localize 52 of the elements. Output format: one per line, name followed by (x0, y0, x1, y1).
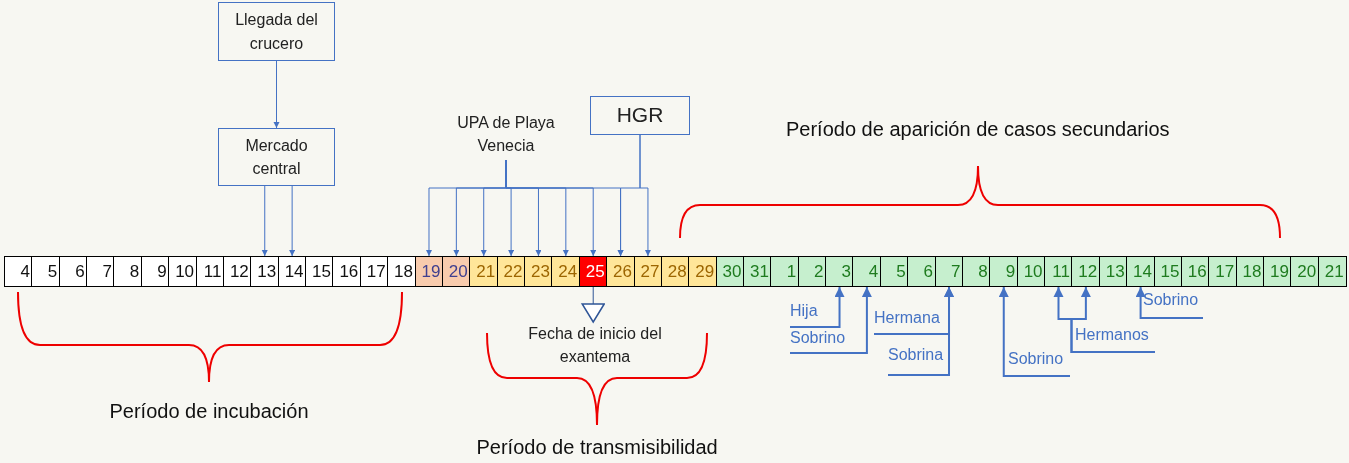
day-cell: 26 (606, 256, 635, 287)
case-label: Sobrina (888, 346, 948, 375)
block-arrow (581, 286, 605, 323)
day-cell: 15 (305, 256, 334, 287)
arrow (998, 286, 1071, 377)
place-box: HGR (590, 96, 690, 135)
arrow (289, 185, 296, 257)
day-cell: 12 (1071, 256, 1101, 287)
day-cell: 21 (1317, 256, 1347, 287)
day-cell: 20 (1290, 256, 1320, 287)
day-cell: 16 (332, 256, 362, 287)
case-label: Hermanos (1075, 326, 1155, 352)
arrow (1070, 286, 1156, 353)
arrow (887, 286, 954, 376)
day-cell: 6 (907, 256, 937, 287)
arrow (1135, 286, 1204, 319)
arrow (639, 134, 651, 257)
case-label: Sobrino (1143, 291, 1203, 318)
place-box: Llegada del crucero (218, 2, 335, 61)
day-cell: 21 (469, 256, 499, 287)
period-label: Período de aparición de casos secundarios (786, 118, 1170, 141)
period-label: Período de transmisibilidad (476, 436, 718, 459)
day-cell: 14 (1126, 256, 1155, 287)
day-cell: 17 (1208, 256, 1238, 287)
arrow (789, 286, 845, 328)
day-cell: 5 (31, 256, 61, 287)
day-cell: 4 (4, 256, 33, 287)
day-cell: 24 (551, 256, 581, 287)
day-cell: 11 (1044, 256, 1073, 287)
arrow (261, 185, 268, 257)
day-cell: 13 (250, 256, 280, 287)
day-cell: 19 (1263, 256, 1292, 287)
day-cell: 3 (825, 256, 854, 287)
period-label: Período de incubación (109, 400, 309, 423)
case-label: Sobrino (1008, 350, 1070, 376)
arrow (789, 286, 872, 354)
day-cell: 8 (113, 256, 143, 287)
place-label: UPA de Playa Venecia (450, 108, 562, 160)
place-box: Mercado central (218, 128, 335, 186)
day-cell: 29 (688, 256, 718, 287)
day-cell: 10 (168, 256, 198, 287)
annotation-text: Fecha de inicio del exantema (525, 322, 665, 368)
day-cell: 7 (86, 256, 115, 287)
case-label: Hija (790, 302, 834, 327)
day-cell: 23 (524, 256, 553, 287)
case-label: Hermana (874, 309, 944, 334)
day-cell: 18 (387, 256, 417, 287)
case-label: Sobrino (790, 329, 854, 353)
arrow (273, 60, 280, 129)
day-cell: 1 (770, 256, 800, 287)
day-cell: 4 (852, 256, 882, 287)
day-cell: 9 (989, 256, 1019, 287)
